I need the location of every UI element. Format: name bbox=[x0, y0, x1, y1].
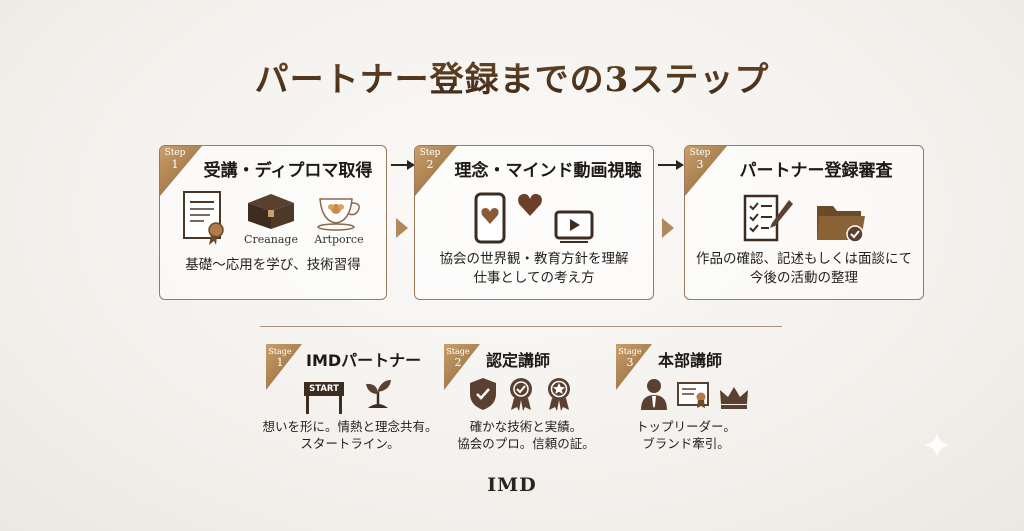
stage-ribbon-label: Stage bbox=[268, 347, 292, 356]
step-ribbon-number: 1 bbox=[171, 158, 179, 171]
teacup-icon: Artporce bbox=[314, 191, 364, 246]
arrow-head bbox=[676, 160, 684, 170]
shield-check-icon bbox=[468, 376, 498, 416]
step-title: 理念・マインド動画視聴 bbox=[454, 161, 642, 181]
icon-caption: Artporce bbox=[314, 233, 364, 246]
stage-description-line: 協会のプロ。信頼の証。 bbox=[457, 436, 595, 451]
sprout-icon bbox=[364, 378, 392, 414]
step-title: 受講・ディプロマ取得 bbox=[203, 161, 373, 181]
section-divider bbox=[260, 326, 782, 327]
smartphone-heart-icon bbox=[474, 192, 506, 244]
step-ribbon-number: 3 bbox=[696, 158, 704, 171]
certificate-badge-icon bbox=[676, 380, 710, 414]
crown-icon bbox=[718, 384, 750, 414]
sparkle-icon bbox=[924, 432, 950, 458]
step-description-line: 協会の世界観・教育方針を理解 bbox=[439, 251, 629, 267]
checklist-pen-icon bbox=[741, 192, 795, 244]
businessman-icon bbox=[640, 378, 668, 414]
start-flag-icon: START bbox=[304, 382, 348, 414]
stage-title: 本部講師 bbox=[658, 351, 723, 370]
stage-ribbon-label: Stage bbox=[618, 347, 642, 356]
step-ribbon-number: 2 bbox=[426, 158, 434, 171]
heart-icon bbox=[516, 192, 544, 218]
step-description: 基礎〜応用を学び、技術習得 bbox=[185, 257, 361, 273]
treasure-box-icon: Creanage bbox=[244, 191, 298, 246]
stage-ribbon-number: 1 bbox=[276, 356, 284, 369]
step-ribbon-label: Step bbox=[164, 148, 186, 158]
page-title: パートナー登録までの3ステップ bbox=[0, 52, 1024, 101]
stage-description-line: スタートライン。 bbox=[300, 436, 400, 451]
start-label: START bbox=[304, 382, 344, 396]
connector-line bbox=[658, 164, 680, 166]
stage-title: 認定講師 bbox=[486, 351, 551, 370]
stage-description-line: 想いを形に。情熱と理念共有。 bbox=[262, 419, 438, 434]
step-description-line: 仕事としての考え方 bbox=[473, 270, 595, 286]
arrow-head bbox=[407, 160, 415, 170]
star-medal-icon bbox=[544, 376, 574, 416]
step-ribbon-label: Step bbox=[689, 148, 711, 158]
stage-ribbon-number: 2 bbox=[454, 356, 462, 369]
certificate-icon bbox=[182, 190, 228, 246]
stage-ribbon-number: 3 bbox=[626, 356, 634, 369]
step-description-line: 今後の活動の整理 bbox=[750, 270, 858, 286]
step-title: パートナー登録審査 bbox=[739, 161, 893, 181]
video-play-icon bbox=[554, 210, 594, 244]
step-description-line: 作品の確認、記述もしくは面談にて bbox=[696, 251, 912, 267]
brand-logo: IMD bbox=[487, 474, 537, 496]
folder-check-icon bbox=[815, 198, 867, 244]
award-badge-icon bbox=[506, 376, 536, 416]
stage-ribbon-label: Stage bbox=[446, 347, 470, 356]
stage-description-line: トップリーダー。 bbox=[636, 419, 736, 434]
connector-line bbox=[391, 164, 411, 166]
icon-caption: Creanage bbox=[244, 233, 298, 246]
gold-triangle-arrow bbox=[662, 218, 674, 238]
stage-title: IMDパートナー bbox=[306, 351, 422, 370]
step-ribbon-label: Step bbox=[419, 148, 441, 158]
stage-description-line: 確かな技術と実績。 bbox=[469, 419, 583, 434]
stage-description-line: ブランド牽引。 bbox=[642, 436, 730, 451]
gold-triangle-arrow bbox=[396, 218, 408, 238]
